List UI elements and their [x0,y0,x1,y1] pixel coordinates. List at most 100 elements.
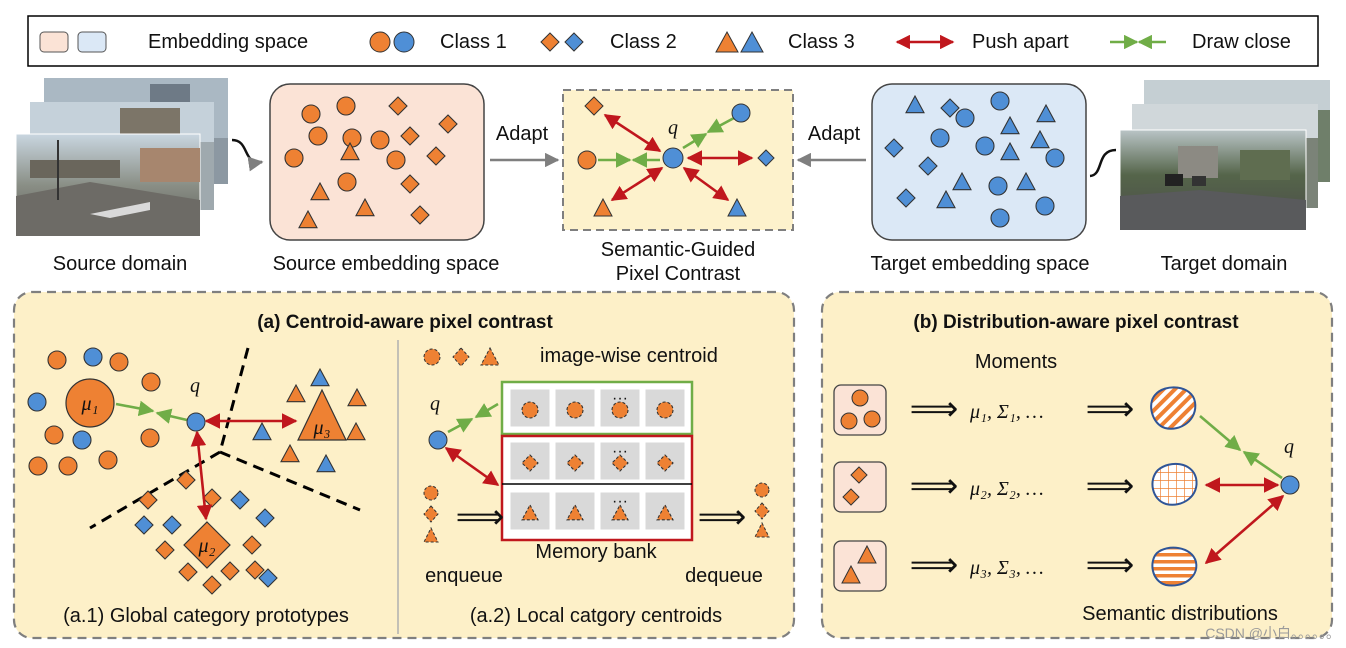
target-embedding-points [884,91,1065,228]
point-marker [388,96,408,116]
point-marker [98,450,118,470]
point-marker [134,515,154,535]
a2-caption: (a.2) Local catgory centroids [470,605,722,627]
svg-text:⟹: ⟹ [910,546,959,584]
adapt-label-left: Adapt [496,123,549,145]
point-marker [611,503,629,521]
panel-b-title: (b) Distribution-aware pixel contrast [913,312,1239,333]
legend-push-label: Push apart [972,31,1069,53]
center-title-line2: Pixel Contrast [616,263,741,285]
legend-source-swatch [39,31,69,53]
point-marker [521,401,539,419]
memory-bank-label: Memory bank [535,541,657,563]
point-marker [975,136,995,156]
bank-ellipsis: ··· [612,443,628,460]
source-domain-images [15,78,264,237]
point-marker [884,138,904,158]
target-domain-label: Target domain [1161,253,1288,275]
mu3-prototype [297,388,347,441]
point-marker [230,490,250,510]
point-marker [337,172,357,192]
point-marker [566,401,584,419]
point-marker [905,94,925,114]
point-marker [426,146,446,166]
svg-text:⟹: ⟹ [698,498,747,536]
legend-orange-diamond [540,32,560,52]
point-marker [220,561,240,581]
point-marker [611,401,629,419]
memory-bank: ········· [500,380,694,542]
svg-text:⟹: ⟹ [910,467,959,505]
mu2-label: μ₂ [198,535,216,557]
point-marker [566,454,584,472]
point-marker [656,401,674,419]
point-marker [252,421,272,441]
point-marker [1000,115,1020,135]
source-domain-label: Source domain [53,253,188,275]
legend-class1-label: Class 1 [440,31,507,53]
point-marker [611,454,629,472]
point-marker [1030,129,1050,149]
point-marker [1045,148,1065,168]
point-marker [141,372,161,392]
point-marker [386,150,406,170]
point-marker [286,383,306,403]
a1-caption: (a.1) Global category prototypes [63,605,349,627]
panel-a-title: (a) Centroid-aware pixel contrast [257,312,553,333]
point-marker [72,430,92,450]
svg-text:⟹: ⟹ [456,498,505,536]
point-marker [952,171,972,191]
target-embedding-label: Target embedding space [870,253,1089,275]
enqueue-label: enqueue [425,565,503,587]
a2-q-label: q [430,393,440,415]
point-marker [521,454,539,472]
point-marker [202,575,222,595]
center-title-line1: Semantic-Guided [601,239,756,261]
point-marker [346,421,366,441]
legend-target-swatch [77,31,107,53]
point-marker [990,208,1010,228]
point-marker [44,425,64,445]
legend-bar: Embedding space Class 1 Class 2 Class 3 … [27,15,1319,67]
moment-2: μ₂, Σ₂, … [969,478,1044,500]
point-marker [284,148,304,168]
svg-text:⟹: ⟹ [1086,390,1135,428]
point-marker [27,392,47,412]
point-marker [58,456,78,476]
point-marker [178,562,198,582]
target-domain-images [1089,80,1330,231]
dequeue-stack: ⟹ [698,482,770,538]
b-caption: Semantic distributions [1082,603,1278,625]
point-marker [255,508,275,528]
watermark: CSDN @小白。。。。。。 [1205,625,1340,641]
semantic-distribution-blobs [1150,386,1198,587]
point-marker [83,347,103,367]
legend-orange-triangle [715,30,739,53]
point-marker [308,126,328,146]
point-marker [316,453,336,473]
point-marker [258,568,278,588]
mu2-prototype [183,521,231,569]
point-marker [1036,103,1056,123]
point-marker [245,560,265,580]
point-marker [656,503,674,521]
point-marker [370,130,390,150]
a1-q-label: q [190,375,200,397]
point-marker [940,98,960,118]
point-marker [521,503,539,521]
point-marker [936,189,956,209]
point-marker [242,535,262,555]
svg-text:⟹: ⟹ [910,390,959,428]
point-marker [47,350,67,370]
point-marker [355,197,375,217]
point-marker [162,515,182,535]
point-marker [896,188,916,208]
target-embedding-box [871,83,1087,241]
point-marker [301,104,321,124]
mu1-prototype [65,378,115,428]
center-contrast-diagram [577,96,775,217]
mu1-label: μ₁ [81,393,99,415]
point-marker [109,352,129,372]
point-marker [340,141,360,161]
